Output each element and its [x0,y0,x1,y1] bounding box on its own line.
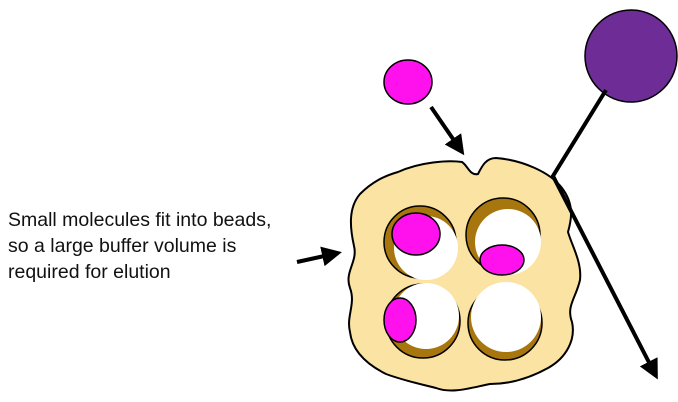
caption-arrow [297,253,338,262]
small-molecule-arrow [431,107,462,152]
small-molecule-in-pore-1 [392,213,440,255]
gel-bead [348,158,580,391]
small-molecule-free [384,60,432,104]
small-molecule-in-pore-2 [480,245,524,275]
large-molecule [585,10,677,102]
small-molecule-in-pore-3 [384,298,416,342]
